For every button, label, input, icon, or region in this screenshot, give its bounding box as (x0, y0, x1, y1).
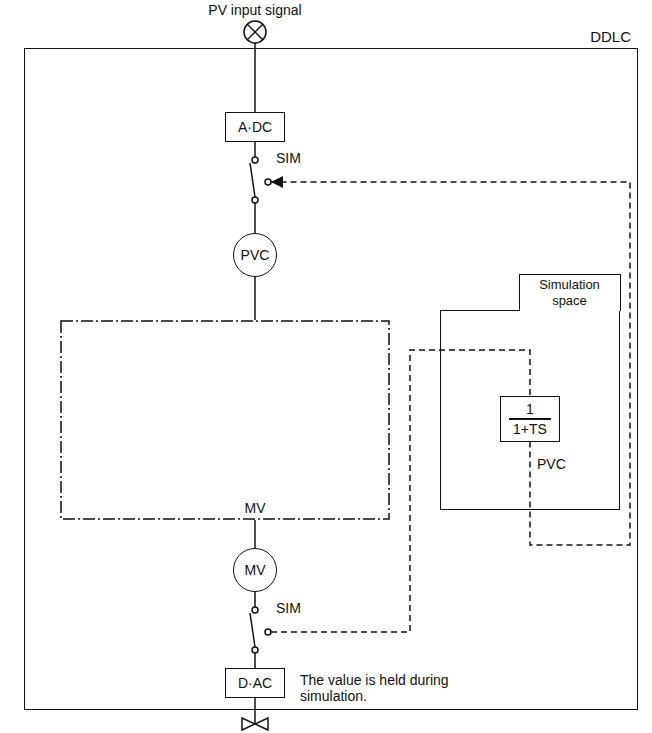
transfer-function-box: 1 1+TS (500, 396, 560, 442)
switch-blade (250, 613, 255, 647)
fraction-bar (509, 418, 551, 420)
simulation-link (255, 350, 530, 632)
formula-text: 1+TS (513, 421, 547, 437)
input-terminal-cross (247, 24, 263, 40)
switch-label: SIM (276, 600, 301, 616)
signal-line (254, 592, 256, 668)
input-terminal-cross (247, 24, 263, 40)
switch-pivot (252, 647, 258, 653)
signal-line (254, 277, 256, 320)
tag-circle: MV (233, 548, 277, 592)
switch-pivot (252, 197, 258, 203)
input-wire (254, 43, 256, 112)
simulation-link (271, 182, 630, 545)
converter-box: D·AC (225, 668, 285, 698)
node-label: PVC (241, 247, 270, 263)
ddlc-frame: DDLCA·DCPVCMVMVD·ACSimulation space11+TS (24, 48, 638, 710)
output-wire (254, 698, 256, 724)
formula-text: 1 (513, 401, 547, 417)
signal-line (254, 520, 256, 548)
note-text: The value is held during simulation. (300, 672, 490, 704)
signal-name: PV input signal (208, 2, 301, 18)
switch-contact (252, 607, 258, 613)
signal-line (254, 142, 256, 233)
control-block: MV (60, 320, 390, 520)
node-label: MV (245, 500, 266, 516)
block-outline (60, 320, 390, 520)
switch-blade (250, 163, 255, 197)
valve-symbol (242, 718, 255, 730)
node-label: MV (245, 562, 266, 578)
node-label: DDLC (590, 29, 631, 45)
switch-contact (252, 157, 258, 163)
tag-circle: PVC (233, 233, 277, 277)
node-label: Simulation space (519, 274, 621, 311)
signal-name: PVC (537, 456, 566, 472)
node-label: A·DC (238, 119, 272, 135)
valve-symbol (255, 718, 268, 730)
switch-contact (265, 179, 271, 185)
simulation-box: Simulation space11+TS (440, 310, 620, 510)
switch-label: SIM (276, 150, 301, 166)
switch-contact (265, 629, 271, 635)
block-outline (61, 321, 389, 519)
input-terminal (244, 21, 266, 43)
node-label: D·AC (238, 675, 272, 691)
converter-box: A·DC (225, 112, 285, 142)
